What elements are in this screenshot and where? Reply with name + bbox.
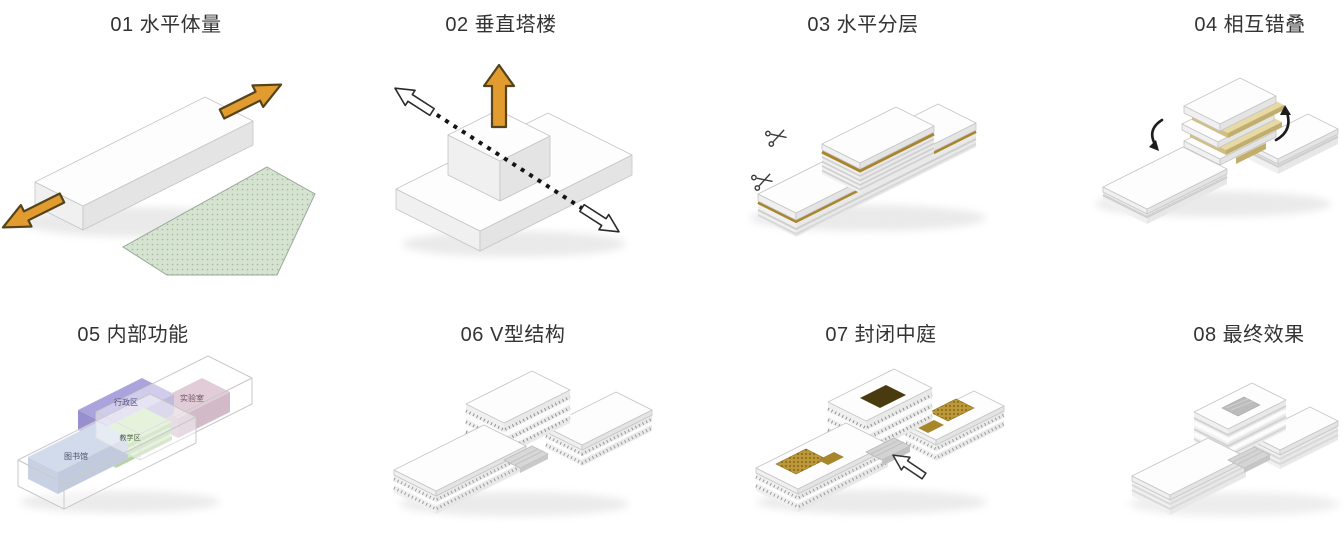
extend-arrow-ne (215, 72, 288, 126)
panel-01-title: 01 水平体量 (110, 14, 222, 36)
panel-04-title: 04 相互错叠 (1194, 14, 1306, 36)
wing-right (545, 391, 653, 466)
panel-06-diagram (393, 370, 653, 516)
panel-04-diagram (1095, 77, 1339, 224)
panel-03-diagram (750, 103, 986, 237)
ghost-shell (17, 355, 253, 510)
shift-arrow-left (1149, 118, 1164, 151)
panel-06-title: 06 V型结构 (460, 324, 566, 346)
label-library: 图书馆 (64, 451, 88, 461)
base-slab-left (1102, 146, 1228, 224)
panel-01-diagram (0, 72, 316, 276)
atrium-hatch-right (929, 398, 975, 422)
wing-right (1251, 406, 1339, 469)
lift-arrow (482, 63, 516, 129)
axis-arrow-se (576, 199, 625, 241)
axis-arrow-nw (389, 79, 438, 121)
panel-05-diagram: 行政区 实验室 教学区 图书馆 (17, 355, 253, 513)
shift-arrow-right (1274, 105, 1291, 142)
entrance-steps (503, 445, 549, 473)
panel-07-title: 07 封闭中庭 (825, 324, 937, 346)
panel-08-title: 08 最终效果 (1193, 324, 1305, 346)
slab-shadow (20, 491, 220, 513)
panel-02-title: 02 垂直塔楼 (445, 14, 557, 36)
label-teaching: 教学区 (120, 433, 141, 442)
label-admin: 行政区 (114, 397, 138, 407)
block-library (28, 422, 128, 494)
wing-right (905, 390, 1005, 461)
axis-line (418, 102, 596, 218)
label-lab: 实验室 (180, 393, 204, 403)
tower-box (447, 109, 551, 202)
wing-left (1131, 437, 1247, 515)
panel-02-diagram (389, 63, 633, 257)
entrance-steps (1227, 446, 1271, 473)
skylight (1221, 396, 1261, 417)
atrium-dark (860, 385, 906, 408)
site-area (122, 166, 316, 276)
atrium-solid-right (918, 420, 944, 433)
panel-08-diagram (1129, 382, 1339, 516)
layered-tower (821, 106, 935, 193)
panel-03-title: 03 水平分层 (807, 14, 919, 36)
panel-07-diagram (755, 368, 1005, 514)
panel-05-title: 05 内部功能 (77, 324, 189, 346)
staggered-stack (1181, 77, 1284, 166)
scissors-icon-upper (764, 125, 789, 148)
slab-shadow (402, 231, 626, 257)
atrium-solid-left (818, 452, 844, 465)
wing-left (393, 424, 527, 514)
